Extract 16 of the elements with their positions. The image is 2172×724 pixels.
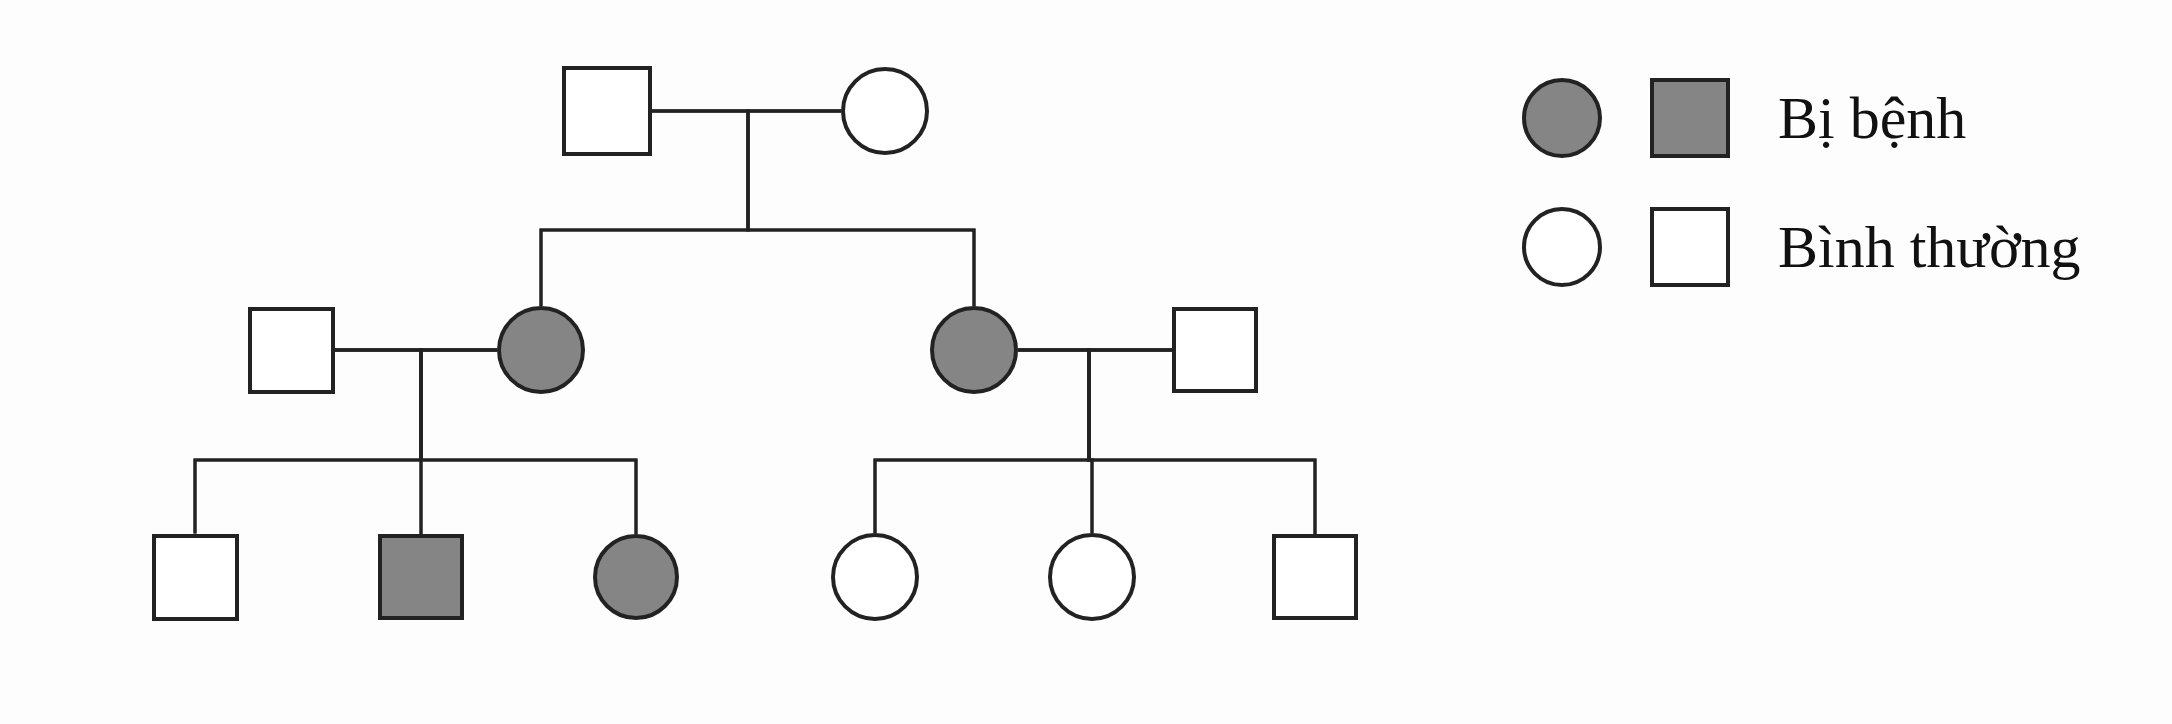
- person-square: [1172, 307, 1258, 393]
- person-square: [562, 66, 652, 156]
- descent-line: [1087, 348, 1317, 534]
- person-circle: [841, 67, 929, 155]
- person-circle: [930, 306, 1018, 394]
- person-circle: [831, 533, 919, 621]
- person-square: [1272, 534, 1358, 620]
- person-circle: [497, 306, 585, 394]
- person-square: [247, 306, 335, 394]
- descent-line: [419, 348, 638, 534]
- person-circle: [593, 534, 679, 620]
- person-square: [151, 533, 239, 621]
- person-circle: [1048, 533, 1136, 621]
- person-square: [378, 534, 464, 620]
- descent-line: [746, 109, 976, 306]
- legend-label: Bị bệnh: [1778, 88, 1967, 148]
